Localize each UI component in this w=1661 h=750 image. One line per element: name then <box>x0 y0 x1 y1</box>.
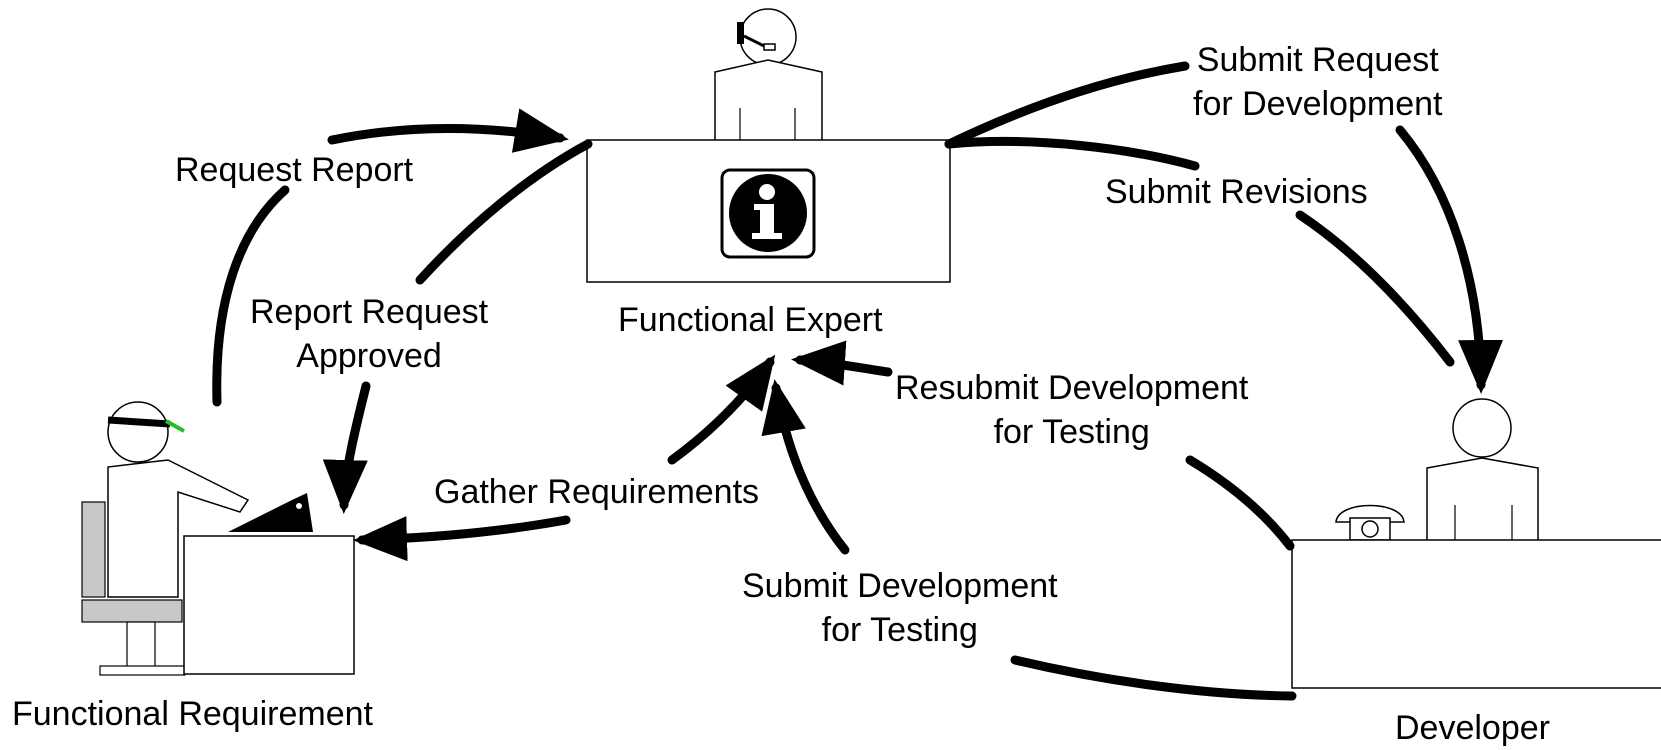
functional-requirement-figure <box>81 401 355 676</box>
arrow-gather-requirements-tail <box>667 354 776 465</box>
arrow-request-report-head <box>327 108 569 153</box>
label-line: Report Request <box>250 293 489 331</box>
computer-icon <box>228 493 313 532</box>
functional-expert-figure <box>586 8 951 283</box>
requirement-body <box>107 459 250 598</box>
label-request-report: Request Report <box>175 151 414 189</box>
arrow-gather-requirements <box>353 515 571 562</box>
arrow-submit-request-for-development-head <box>1395 125 1504 394</box>
label-line: Submit Request <box>1196 41 1439 79</box>
requirement-desk <box>183 535 355 675</box>
chair-back <box>81 501 106 598</box>
arrow-submit-revisions-tail <box>1295 210 1455 367</box>
requirement-head <box>107 401 169 463</box>
developer-torso <box>1426 457 1539 540</box>
information-icon <box>720 168 816 259</box>
label-line: for Testing <box>993 413 1150 451</box>
label-line: Resubmit Development <box>895 369 1249 407</box>
arrow-report-request-approved-head <box>322 381 371 514</box>
label-line: for Testing <box>821 611 978 649</box>
label-gather-requirements: Gather Requirements <box>434 473 760 511</box>
label-line: Submit Development <box>742 567 1058 605</box>
headset-icon <box>737 22 776 51</box>
label-submit-revisions: Submit Revisions <box>1105 173 1368 211</box>
label-report-request-approved: Report Request Approved <box>250 290 488 378</box>
arrow-submit-revisions <box>944 137 1200 171</box>
visor-icon <box>107 416 185 433</box>
arrow-submit-development-tail <box>1010 655 1297 701</box>
developer-desk <box>1291 539 1661 689</box>
expert-torso <box>714 59 823 140</box>
developer-figure <box>1291 398 1661 689</box>
label-submit-request-for-development: Submit Request for Development <box>1193 38 1442 126</box>
label-submit-development-for-testing: Submit Development for Testing <box>742 564 1058 652</box>
arrow-resubmit-development <box>791 340 893 386</box>
arrow-submit-development <box>761 379 850 555</box>
arrow-submit-request-for-development <box>944 61 1190 149</box>
telephone-icon <box>1335 504 1405 541</box>
label-functional-expert: Functional Expert <box>618 301 883 339</box>
label-line: for Development <box>1193 85 1443 123</box>
label-resubmit-development-for-testing: Resubmit Development for Testing <box>895 366 1248 454</box>
arrow-resubmit-development-tail <box>1185 455 1295 551</box>
label-functional-requirement: Functional Requirement <box>12 695 373 733</box>
developer-head <box>1452 398 1512 458</box>
arrow-report-request-approved <box>415 139 593 285</box>
arrow-request-report <box>212 185 290 407</box>
label-line: Approved <box>296 337 442 375</box>
label-developer: Developer <box>1395 709 1550 747</box>
chair-seat <box>81 599 183 623</box>
